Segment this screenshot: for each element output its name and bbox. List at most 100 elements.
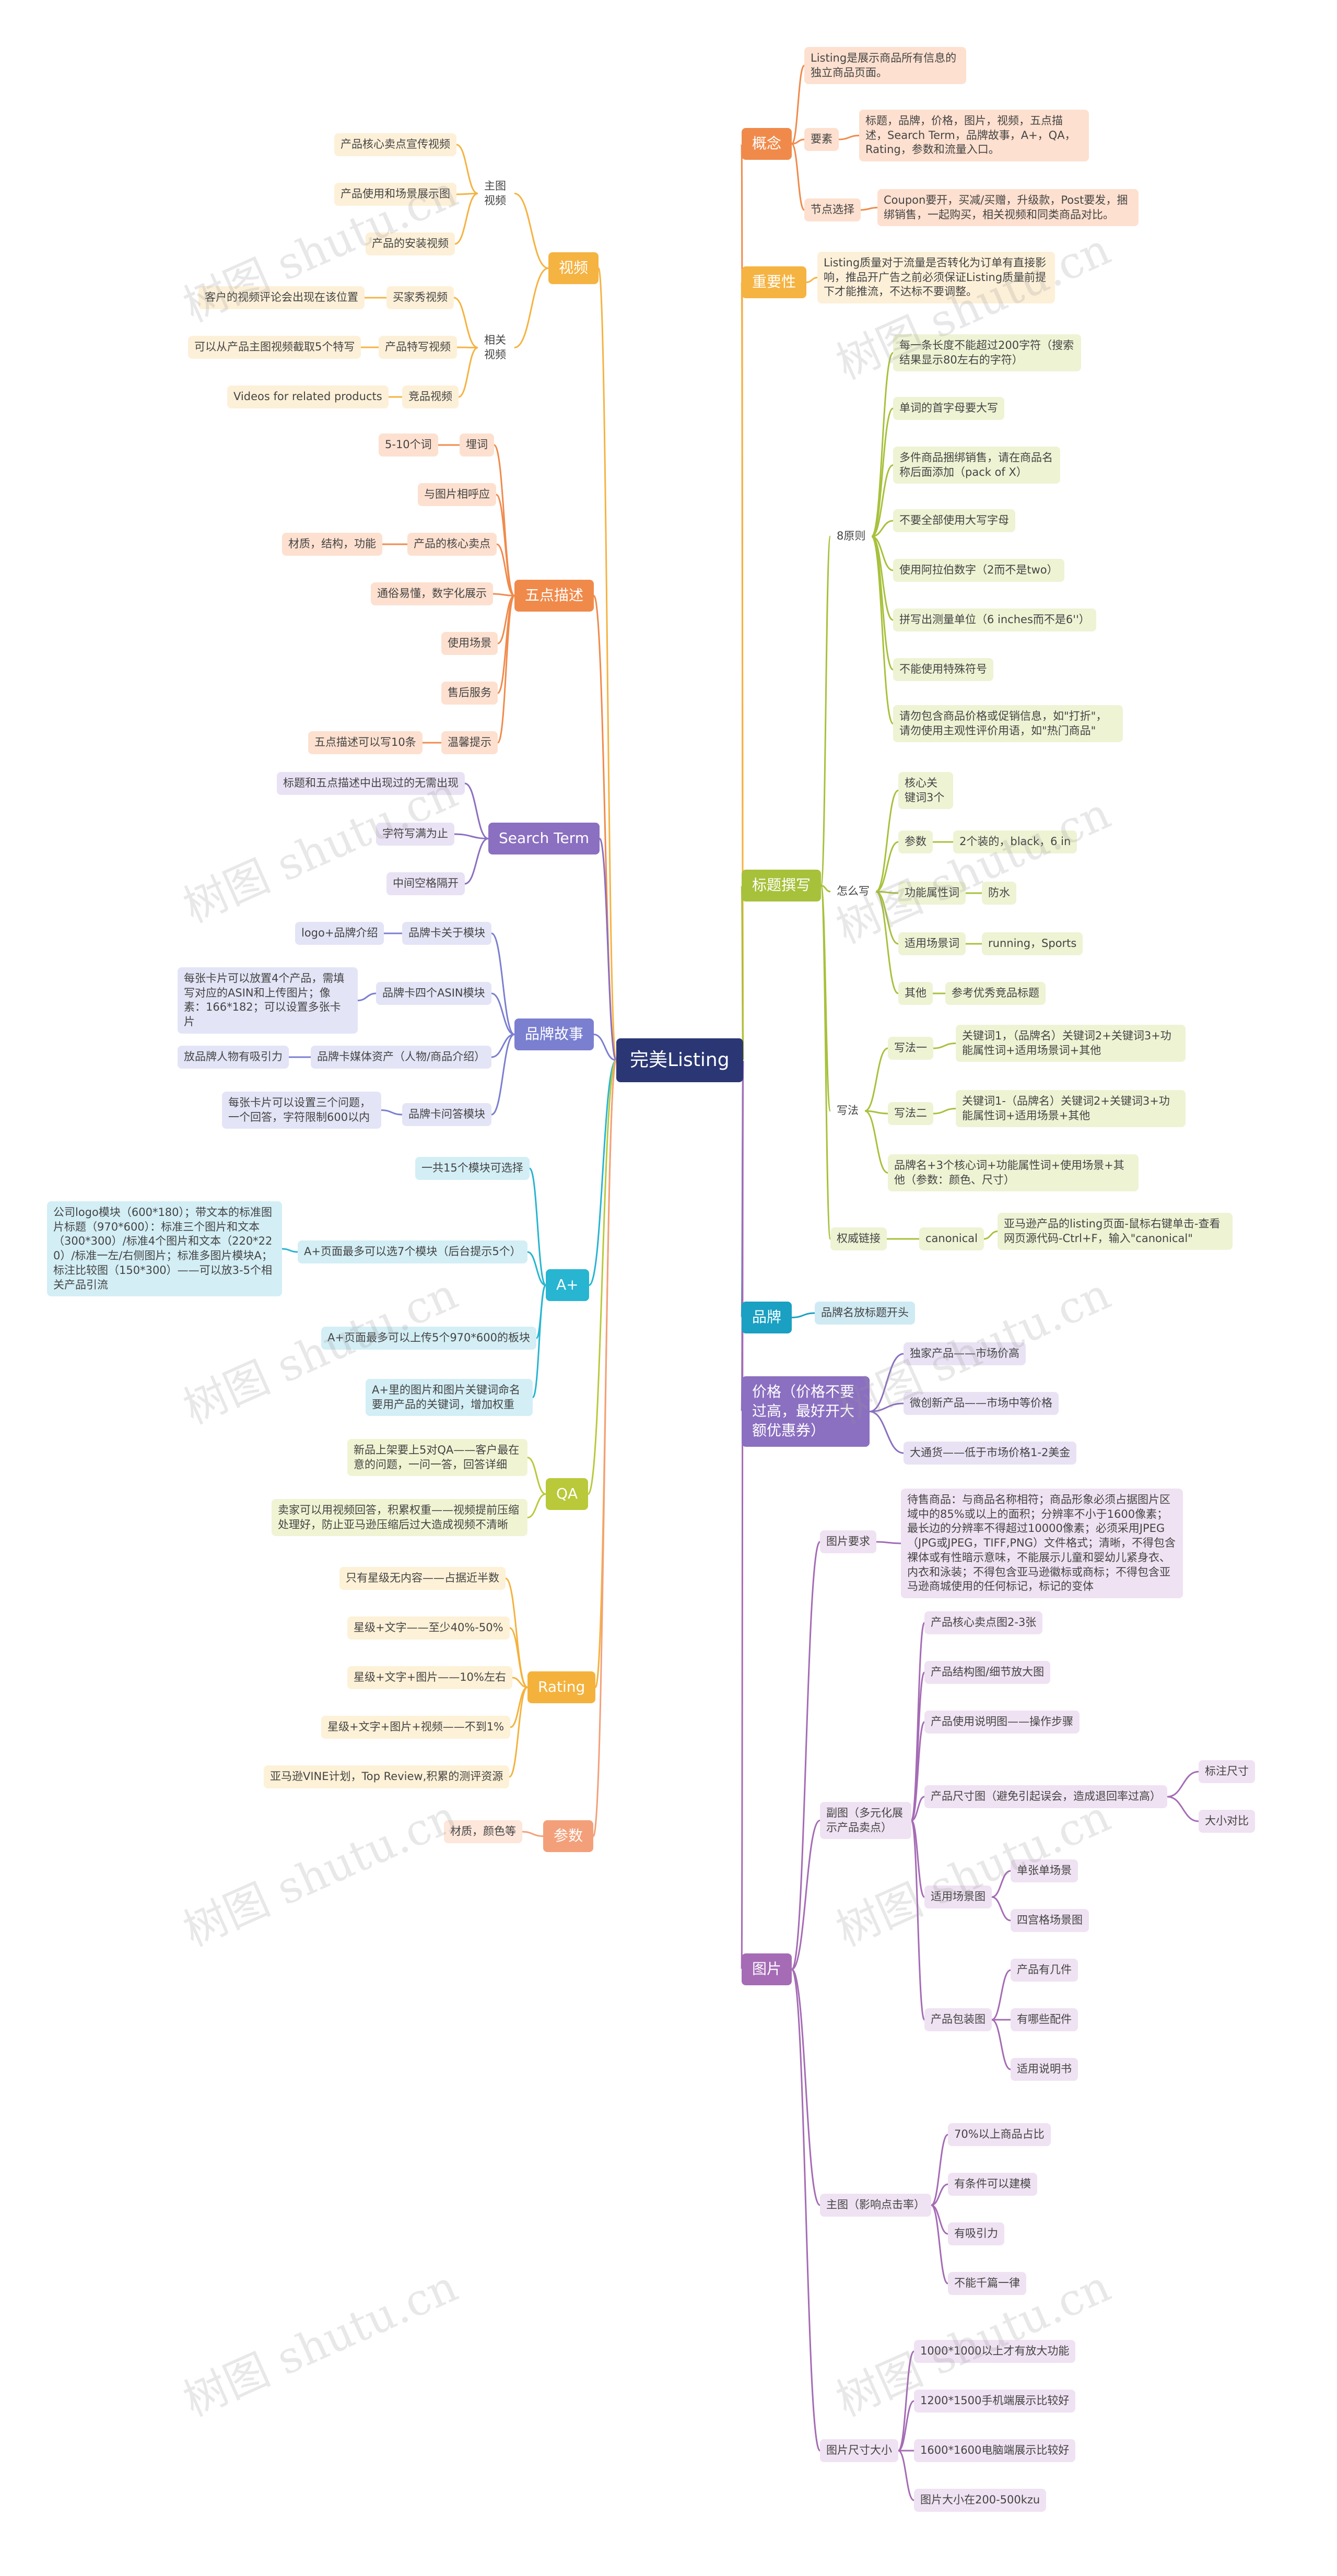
branch-search[interactable]: Search Term xyxy=(488,823,600,854)
t-rule-3[interactable]: 多件商品捆绑销售，请在商品名称后面添加（pack of X） xyxy=(893,447,1060,484)
img-sub-instr[interactable]: 产品使用说明图——操作步骤 xyxy=(924,1711,1080,1734)
video-buyer-note[interactable]: 客户的视频评论会出现在该位置 xyxy=(198,286,365,309)
rt-5[interactable]: 亚马逊VINE计划，Top Review,积累的测评资源 xyxy=(264,1765,510,1788)
rt-2[interactable]: 星级+文字——至少40%-50% xyxy=(347,1617,510,1640)
t-m2-note[interactable]: 关键词1-（品牌名）关键词2+关键词3+功能属性词+适用场景+其他 xyxy=(956,1090,1186,1128)
t-how-func[interactable]: 功能属性词 xyxy=(898,882,966,905)
img-req[interactable]: 图片要求 xyxy=(820,1530,876,1553)
branch-brand[interactable]: 品牌 xyxy=(742,1302,792,1333)
branch-price[interactable]: 价格（价格不要过高，最好开大额优惠券） xyxy=(742,1376,870,1447)
bs-about-note[interactable]: logo+品牌介绍 xyxy=(295,922,384,945)
bs-about[interactable]: 品牌卡关于模块 xyxy=(402,922,491,945)
ap-15[interactable]: 一共15个模块可选择 xyxy=(415,1157,530,1180)
branch-params[interactable]: 参数 xyxy=(543,1820,594,1852)
img-sub-pkg-1[interactable]: 产品有几件 xyxy=(1011,1959,1078,1982)
img-sub-scene-1[interactable]: 单张单场景 xyxy=(1011,1859,1078,1882)
img-size[interactable]: 图片尺寸大小 xyxy=(820,2439,898,2462)
img-main-4[interactable]: 不能千篇一律 xyxy=(948,2272,1026,2295)
five-after[interactable]: 售后服务 xyxy=(441,682,498,705)
ap-7[interactable]: A+页面最多可以选7个模块（后台提示5个） xyxy=(298,1240,527,1263)
cc-elem[interactable]: 要素 xyxy=(804,128,839,151)
ap-7-note[interactable]: 公司logo模块（600*180）；带文本的标准图片标题（970*600）：标准… xyxy=(47,1201,282,1297)
bs-qa[interactable]: 品牌卡问答模块 xyxy=(402,1103,491,1126)
img-size-2[interactable]: 1200*1500手机端展示比较好 xyxy=(914,2390,1076,2413)
t-how-scene[interactable]: 适用场景词 xyxy=(898,932,966,955)
img-size-3[interactable]: 1600*1600电脑端展示比较好 xyxy=(914,2439,1076,2462)
t-how-scene-note[interactable]: running，Sports xyxy=(982,932,1083,955)
branch-five[interactable]: 五点描述 xyxy=(514,580,594,612)
search-1[interactable]: 标题和五点描述中出现过的无需出现 xyxy=(277,772,465,795)
t-how-core[interactable]: 核心关键词3个 xyxy=(898,772,953,810)
t-8rules[interactable]: 8原则 xyxy=(837,530,866,542)
video-related[interactable]: 相关视频 xyxy=(484,334,506,361)
video-comp-note[interactable]: Videos for related products xyxy=(227,385,389,408)
t-how-params[interactable]: 参数 xyxy=(898,830,933,853)
br-note[interactable]: 品牌名放标题开头 xyxy=(815,1302,915,1325)
bs-asin-note[interactable]: 每张卡片可以放置4个产品，需填写对应的ASIN和上传图片；像素：166*182；… xyxy=(178,967,358,1034)
pr-1[interactable]: 独家产品——市场价高 xyxy=(904,1342,1026,1365)
rt-3[interactable]: 星级+文字+图片——10%左右 xyxy=(347,1666,512,1689)
t-methods[interactable]: 写法 xyxy=(837,1104,859,1117)
video-comp[interactable]: 竞品视频 xyxy=(402,385,459,408)
branch-video[interactable]: 视频 xyxy=(548,252,599,284)
video-main-3[interactable]: 产品的安装视频 xyxy=(366,232,455,255)
branch-images[interactable]: 图片 xyxy=(742,1953,792,1985)
ap-5[interactable]: A+页面最多可以上传5个970*600的板块 xyxy=(321,1327,536,1350)
video-main-1[interactable]: 产品核心卖点宣传视频 xyxy=(334,133,456,156)
branch-importance[interactable]: 重要性 xyxy=(742,266,807,298)
five-warm[interactable]: 温馨提示 xyxy=(441,731,498,754)
t-rule-5[interactable]: 使用阿拉伯数字（2而不是two） xyxy=(893,559,1064,582)
img-sub-size[interactable]: 产品尺寸图（避免引起误会，造成退回率过高） xyxy=(924,1785,1167,1808)
video-feature[interactable]: 产品特写视频 xyxy=(379,336,457,359)
five-bury-note[interactable]: 5-10个词 xyxy=(379,434,438,456)
img-sub-core[interactable]: 产品核心卖点图2-3张 xyxy=(924,1611,1043,1634)
img-main[interactable]: 主图（影响点击率） xyxy=(820,2194,931,2217)
img-sub-struct[interactable]: 产品结构图/细节放大图 xyxy=(924,1661,1051,1684)
t-rule-8[interactable]: 请勿包含商品价格或促销信息，如"打折"，请勿使用主观性评价用语，如"热门商品" xyxy=(893,705,1123,743)
img-size-4[interactable]: 图片大小在200-500kzu xyxy=(914,2489,1047,2512)
five-core-note[interactable]: 材质，结构，功能 xyxy=(282,533,382,556)
ap-kw[interactable]: A+里的图片和图片关键词命名要用产品的关键词，增加权重 xyxy=(366,1379,533,1416)
branch-qa[interactable]: QA xyxy=(546,1478,589,1510)
root-node[interactable]: 完美Listing xyxy=(616,1038,743,1082)
t-rule-6[interactable]: 拼写出测量单位（6 inches而不是6''） xyxy=(893,608,1096,631)
video-buyer[interactable]: 买家秀视频 xyxy=(386,286,454,309)
t-how-func-note[interactable]: 防水 xyxy=(982,882,1016,905)
qa-2[interactable]: 卖家可以用视频回答，积累权重——视频提前压缩处理好，防止亚马逊压缩后过大造成视频… xyxy=(272,1499,527,1537)
five-scene[interactable]: 使用场景 xyxy=(441,632,498,655)
qa-1[interactable]: 新品上架要上5对QA——客户最在意的问题，一问一答，回答详细 xyxy=(347,1439,527,1477)
t-how[interactable]: 怎么写 xyxy=(837,885,870,897)
img-sub-scene-2[interactable]: 四宫格场景图 xyxy=(1011,1909,1089,1932)
five-warm-note[interactable]: 五点描述可以写10条 xyxy=(308,731,423,754)
cc-node[interactable]: 节点选择 xyxy=(804,198,861,221)
img-sub-scene[interactable]: 适用场景图 xyxy=(924,1886,992,1908)
cc-node-note[interactable]: Coupon要开，买减/买赠，升级款，Post要发，捆绑销售，一起购买，相关视频… xyxy=(877,189,1139,227)
branch-aplus[interactable]: A+ xyxy=(546,1269,589,1301)
img-sub-pkg[interactable]: 产品包装图 xyxy=(924,2008,992,2031)
branch-title[interactable]: 标题撰写 xyxy=(742,870,822,901)
pr-2[interactable]: 微创新产品——市场中等价格 xyxy=(904,1392,1059,1415)
t-rule-2[interactable]: 单词的首字母要大写 xyxy=(893,397,1004,420)
branch-concept[interactable]: 概念 xyxy=(742,128,792,160)
t-m2[interactable]: 写法二 xyxy=(888,1102,933,1125)
rt-1[interactable]: 只有星级无内容——占据近半数 xyxy=(339,1567,506,1590)
img-sub-pkg-2[interactable]: 有哪些配件 xyxy=(1011,2008,1078,2031)
img-sub-size-2[interactable]: 大小对比 xyxy=(1199,1810,1255,1833)
rt-4[interactable]: 星级+文字+图片+视频——不到1% xyxy=(321,1716,511,1739)
search-2[interactable]: 字符写满为止 xyxy=(376,823,454,846)
video-main-2[interactable]: 产品使用和场景展示图 xyxy=(334,183,456,206)
img-main-2[interactable]: 有条件可以建模 xyxy=(948,2173,1037,2196)
five-core[interactable]: 产品的核心卖点 xyxy=(407,533,497,556)
img-main-3[interactable]: 有吸引力 xyxy=(948,2222,1004,2245)
t-m1-note[interactable]: 关键词1，（品牌名）关键词2+关键词3+功能属性词+适用场景词+其他 xyxy=(956,1025,1186,1062)
img-size-1[interactable]: 1000*1000以上才有放大功能 xyxy=(914,2340,1076,2363)
t-canon-key[interactable]: canonical xyxy=(919,1227,984,1250)
img-req-note[interactable]: 待售商品：与商品名称相符；商品形象必须占据图片区域中的85%或以上的面积；分辨率… xyxy=(901,1489,1183,1599)
t-how-other[interactable]: 其他 xyxy=(898,982,933,1005)
img-sub-pkg-3[interactable]: 适用说明书 xyxy=(1011,2058,1078,2081)
t-how-params-note[interactable]: 2个装的，black，6 in xyxy=(953,830,1077,853)
t-canon[interactable]: 权威链接 xyxy=(830,1227,887,1250)
video-main[interactable]: 主图视频 xyxy=(484,180,506,207)
search-3[interactable]: 中间空格隔开 xyxy=(386,872,465,895)
t-rule-4[interactable]: 不要全部使用大写字母 xyxy=(893,509,1015,532)
